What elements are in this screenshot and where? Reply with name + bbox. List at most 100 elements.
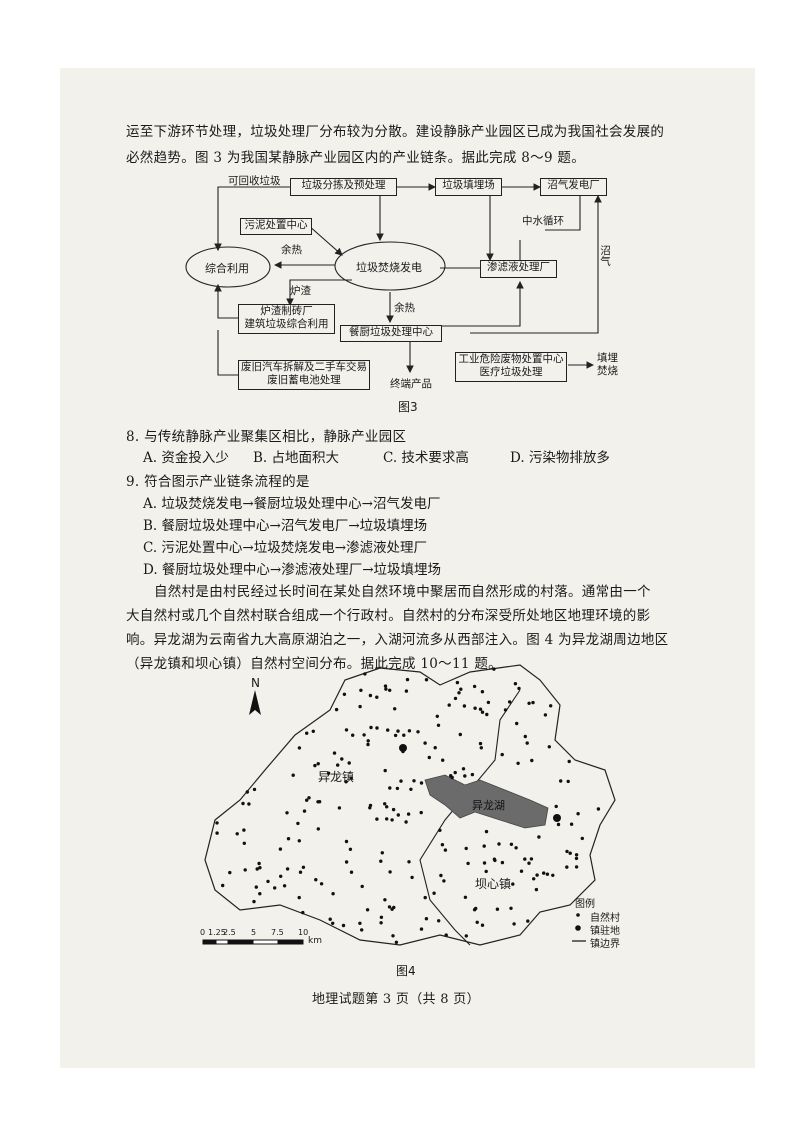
village-dot: [449, 774, 453, 778]
village-dot: [529, 857, 534, 861]
village-dot: [313, 763, 317, 768]
label-waste-heat-2: 余热: [394, 302, 415, 314]
village-dot: [500, 860, 505, 865]
village-dot: [360, 884, 364, 889]
node-incineration: 垃圾焚烧发电: [356, 261, 422, 274]
village-dot: [463, 774, 467, 778]
legend-village: 自然村: [590, 913, 620, 924]
village-dot: [576, 812, 580, 816]
village-dot: [360, 928, 364, 932]
village-dot: [349, 776, 353, 780]
village-dot: [388, 688, 392, 692]
village-dot: [395, 786, 400, 791]
q9-stem: 9. 符合图示产业链条流程的是: [126, 474, 310, 490]
town-seat-yilong: [399, 744, 407, 752]
village-dot: [486, 700, 491, 705]
village-dot: [258, 866, 262, 870]
village-dot: [301, 910, 305, 915]
village-dot: [393, 733, 398, 738]
label-recyclable: 可回收垃圾: [228, 175, 281, 187]
scale-unit: km: [308, 936, 322, 946]
village-dot: [393, 707, 397, 711]
village-dot: [241, 801, 245, 806]
village-dot: [574, 865, 579, 869]
village-dot: [379, 921, 383, 925]
village-dot: [255, 867, 259, 871]
village-dot: [453, 770, 457, 775]
legend-village-symbol: [576, 913, 580, 917]
q8-option-a: A. 资金投入少: [143, 450, 229, 466]
village-dot: [291, 773, 295, 777]
slag-line-1: 炉渣制砖厂: [260, 305, 313, 317]
box-hazard: 工业危险废物处置中心 医疗垃圾处理: [455, 352, 567, 382]
village-dot: [363, 672, 367, 676]
village-dot: [472, 908, 477, 912]
village-dot: [302, 809, 307, 813]
village-dot: [286, 837, 291, 841]
village-dot: [316, 827, 320, 831]
scale-tick-2: 2.5: [223, 928, 236, 937]
village-dot: [245, 790, 249, 794]
village-dot: [574, 856, 579, 861]
village-dot: [543, 713, 548, 717]
village-dot: [334, 707, 339, 712]
village-dot: [463, 895, 468, 899]
village-dot: [331, 892, 335, 896]
village-dot: [409, 787, 413, 791]
village-dot: [503, 708, 508, 712]
village-dot: [485, 712, 489, 717]
village-dot: [500, 752, 504, 757]
village-dot: [492, 667, 496, 671]
village-dot: [379, 859, 383, 863]
village-dot: [532, 877, 536, 881]
village-dot: [221, 883, 225, 888]
village-dot: [379, 915, 384, 919]
village-dot: [473, 706, 477, 710]
village-dot: [243, 868, 247, 872]
village-dot: [424, 678, 429, 682]
village-dot: [423, 741, 427, 745]
village-dot: [307, 796, 311, 800]
village-dot: [484, 829, 489, 834]
figure-3-caption: 图3: [398, 400, 418, 414]
village-dot: [427, 755, 431, 760]
box-cars: 废旧汽车拆解及二手车交易 废旧蓄电池处理: [238, 360, 370, 390]
village-dot: [266, 879, 270, 884]
village-dot: [388, 870, 392, 874]
town-boundary: [419, 689, 521, 946]
village-dot: [257, 861, 261, 866]
village-dot: [453, 696, 458, 701]
figure-4-caption: 图4: [396, 964, 416, 978]
village-dot: [347, 761, 351, 765]
village-dot: [495, 907, 500, 911]
hazard-line-2: 医疗垃圾处理: [479, 366, 543, 378]
exam-page: [60, 68, 755, 1068]
village-dot: [527, 861, 531, 865]
village-dot: [391, 807, 396, 812]
label-landfill-burn: 填埋焚烧: [597, 352, 618, 377]
village-dot: [419, 927, 424, 931]
q8-option-d: D. 污染物排放多: [510, 450, 610, 466]
village-dot: [523, 734, 527, 739]
village-dot: [242, 841, 246, 845]
scale-tick-3: 5: [251, 928, 257, 937]
village-dot: [439, 873, 443, 878]
village-dot: [423, 895, 427, 900]
village-dot: [478, 707, 483, 711]
village-dot: [401, 749, 405, 754]
village-dot: [252, 787, 257, 792]
village-dot: [326, 771, 331, 775]
village-dot: [435, 714, 439, 718]
node-integrated: 综合利用: [205, 262, 249, 275]
q8-option-b: B. 占地面积大: [253, 450, 340, 466]
village-dot: [332, 751, 337, 755]
village-dot: [396, 729, 400, 733]
village-dot: [424, 917, 429, 921]
village-dot: [247, 802, 251, 806]
q8-option-c: C. 技术要求高: [383, 450, 469, 466]
village-dot: [394, 940, 399, 944]
village-dot: [384, 687, 388, 691]
village-dot: [358, 704, 362, 709]
legend-boundary: 镇边界: [590, 939, 620, 950]
village-dot: [526, 919, 530, 923]
